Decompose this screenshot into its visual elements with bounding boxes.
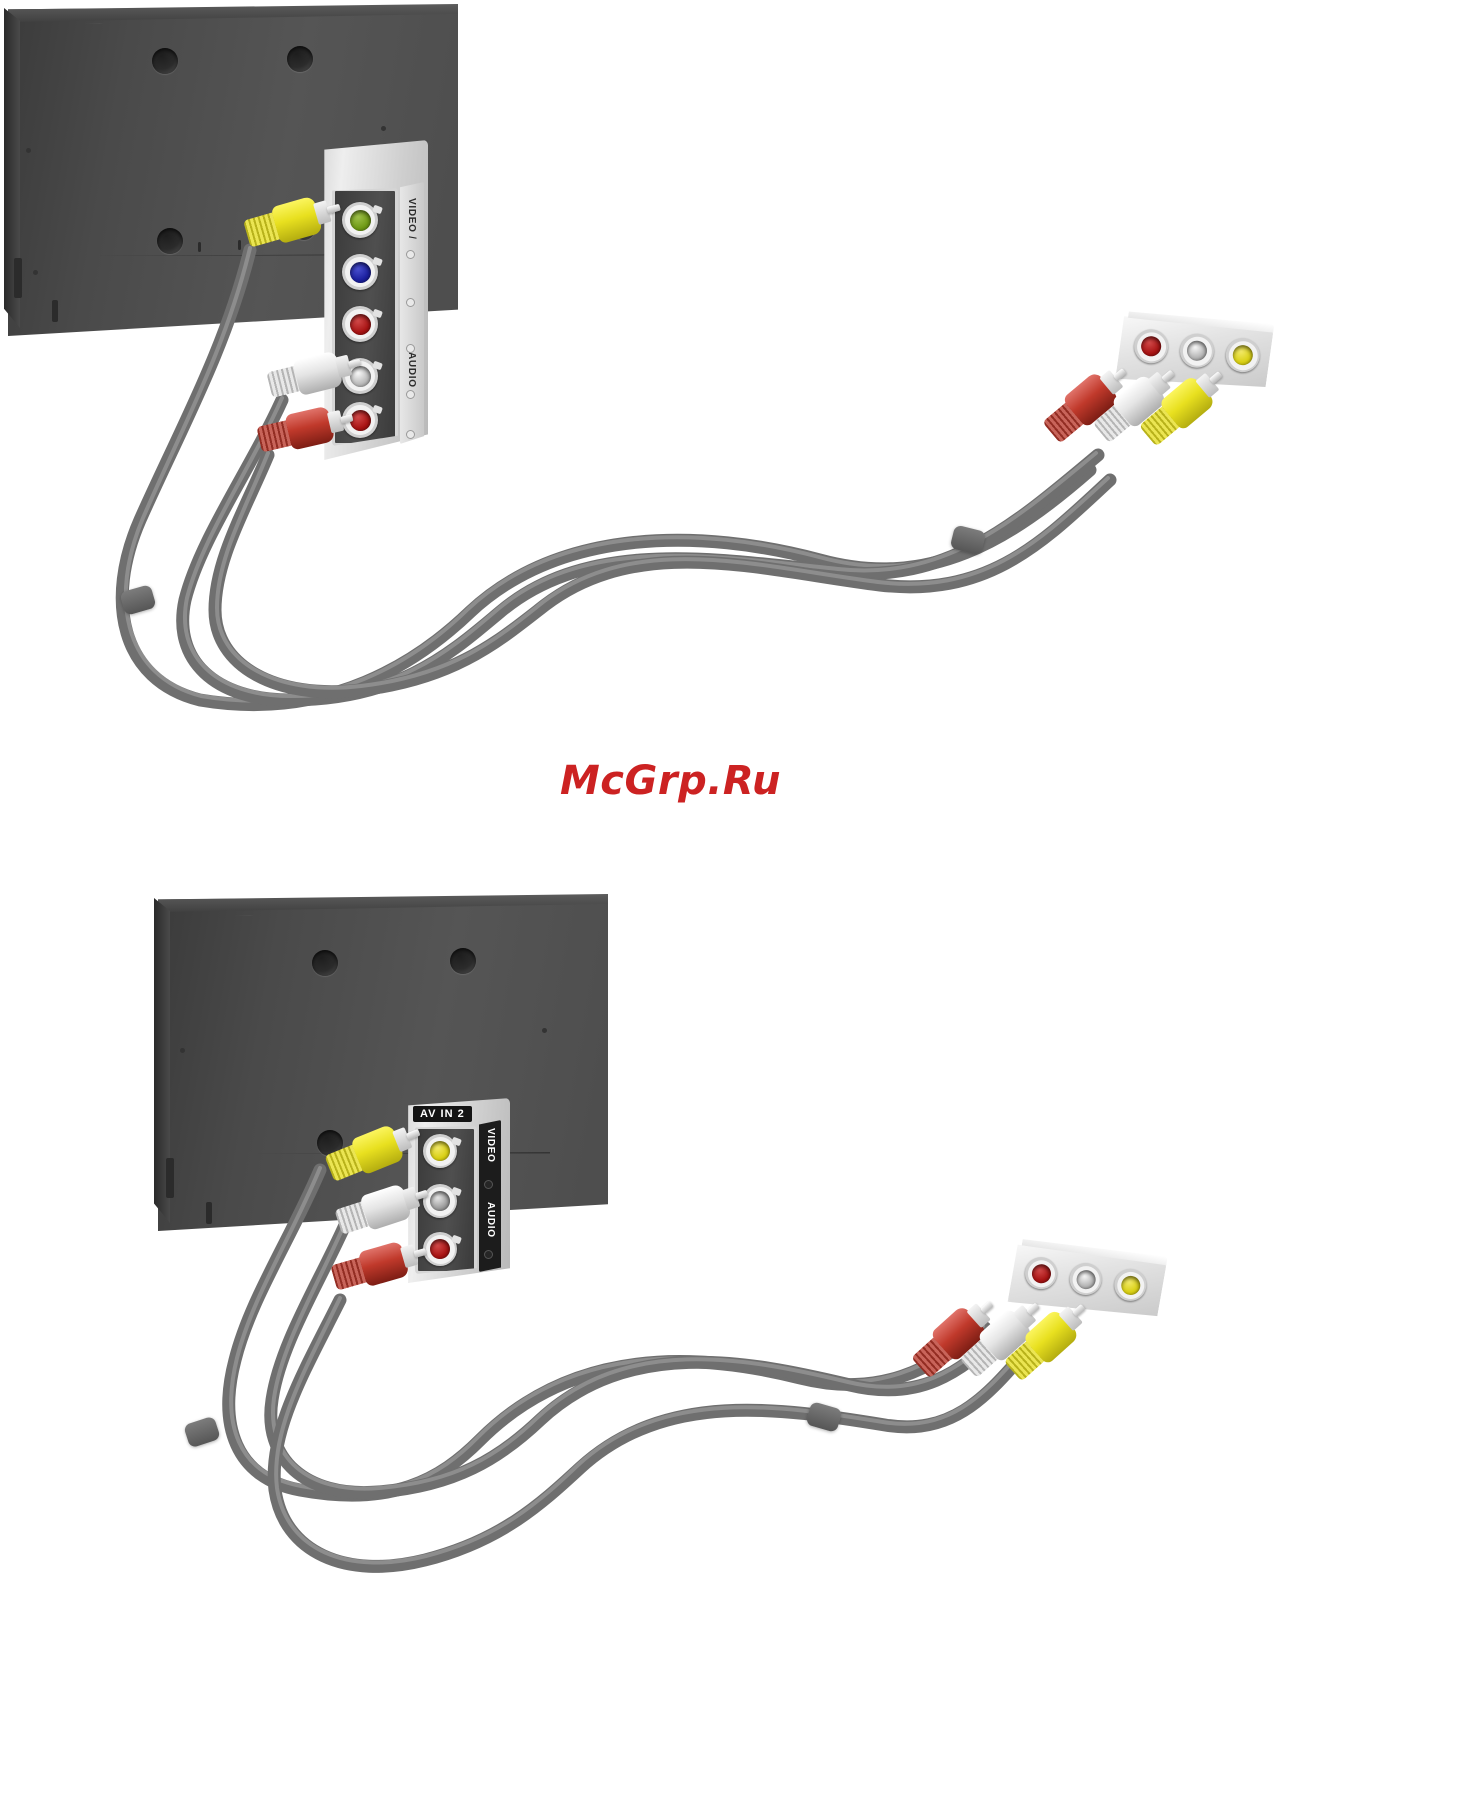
vesa-mount-hole (312, 950, 338, 976)
plug-pin (1026, 1302, 1040, 1316)
plug-pin (415, 1189, 429, 1201)
plug-pin (1072, 1303, 1086, 1318)
plug-pin (347, 358, 362, 369)
tv-stand-slot (52, 300, 58, 322)
panel-header-label: AV IN 2 (413, 1106, 472, 1122)
port-marker-dot (484, 1250, 493, 1259)
plug-pin (405, 1128, 421, 1141)
tv-left-bevel (154, 898, 170, 1223)
plug-pin (1161, 369, 1175, 383)
plug-pin (1113, 368, 1127, 382)
jack-white-audio-l[interactable] (423, 1184, 462, 1218)
tv-screw (180, 1048, 185, 1053)
site-watermark: McGrp.Ru (560, 758, 781, 804)
plug-pin (980, 1300, 994, 1315)
jack-red-audio-r[interactable] (423, 1232, 462, 1266)
tv-back-surface (158, 896, 608, 1231)
bottom-diagram: AV IN 2 VIDEO AUDIO (0, 880, 1475, 1809)
port-marker-dot (406, 298, 415, 307)
tv-left-bevel (4, 8, 20, 328)
plug-pin (340, 414, 354, 424)
vesa-mount-hole (152, 48, 178, 74)
jack-yellow-video[interactable] (423, 1134, 462, 1168)
plug-pin (1209, 371, 1223, 385)
jack-blue-pb[interactable] (342, 254, 383, 290)
tv-stand-slot (206, 1202, 212, 1224)
tv-rear-panel (150, 890, 620, 1250)
tv-side-port-panel: VIDEO / AUDIO (320, 140, 440, 465)
panel-label-strip (479, 1120, 501, 1272)
tv-vent-slot (238, 240, 241, 250)
jack-red-pr[interactable] (342, 306, 383, 342)
tv-stand-slot (14, 258, 22, 298)
top-diagram: VIDEO / AUDIO (0, 0, 1475, 830)
cable-bundle (222, 1163, 1027, 1573)
vesa-mount-hole (287, 46, 313, 72)
tv-screw (26, 148, 31, 153)
port-marker-dot (406, 390, 415, 399)
panel-label-strip (400, 182, 424, 444)
port-marker-dot (406, 250, 415, 259)
port-marker-dot (406, 430, 415, 439)
port-marker-dot (406, 344, 415, 353)
port-marker-dot (484, 1180, 493, 1189)
jack-green-y[interactable] (342, 202, 383, 238)
tv-screw (33, 270, 38, 275)
vesa-mount-hole (450, 948, 476, 974)
cable-bundle (115, 243, 1117, 711)
tv-screw (381, 126, 386, 131)
plug-pin (326, 203, 341, 214)
vesa-mount-hole (157, 228, 183, 254)
tv-screw (542, 1028, 547, 1033)
tv-vent-slot (198, 242, 201, 252)
tv-side-port-panel: AV IN 2 VIDEO AUDIO (405, 1098, 525, 1298)
tv-stand-slot (166, 1158, 174, 1198)
plug-pin (413, 1247, 427, 1258)
